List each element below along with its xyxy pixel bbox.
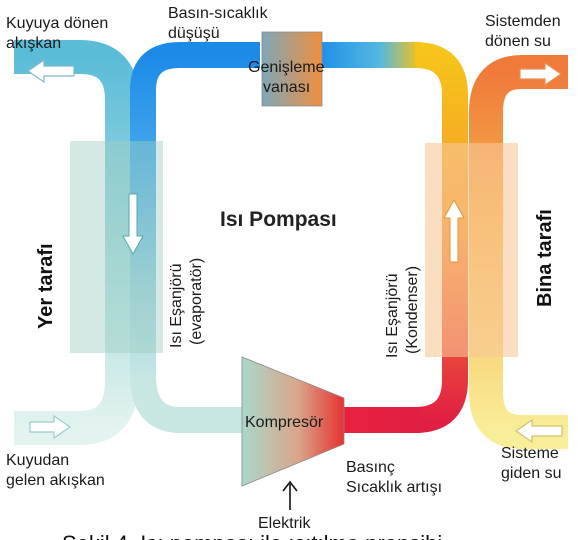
diagram-title: Isı Pompası	[220, 208, 337, 231]
electric-label: Elektrik	[258, 515, 311, 532]
condenser-label-2: (Kondenser)	[404, 266, 421, 354]
figure-caption: Şekil 4. Isı pompası ile ısıtılma prensi…	[62, 531, 442, 540]
pressure-drop-label-2: düşüşü	[168, 25, 220, 42]
top-right-label-1: Sistemden	[485, 13, 561, 30]
bottom-right-label-1: Sisteme	[501, 445, 559, 462]
building-side-label: Bina tarafı	[534, 209, 556, 307]
expansion-valve	[261, 31, 323, 107]
pressure-drop-label-1: Basın-sıcaklık	[168, 5, 269, 22]
bottom-left-label-2: gelen akışkan	[6, 472, 105, 489]
compressor-label: Kompresör	[245, 414, 324, 431]
top-left-label-2: akışkan	[6, 35, 61, 52]
evaporator-label-1: Isı Eşanjörü	[168, 264, 185, 348]
bottom-right-label-2: giden su	[501, 465, 562, 482]
expansion-valve-label-2: vanası	[263, 79, 310, 96]
refrigerant-loop	[130, 42, 468, 433]
bottom-left-label-1: Kuyudan	[6, 452, 69, 469]
flow-arrow-bottom-right	[514, 418, 563, 444]
electric-arrow	[282, 480, 298, 510]
compressor	[241, 356, 345, 487]
condenser-label-1: Isı Eşanjörü	[384, 274, 401, 358]
flow-arrow-condenser-up	[443, 198, 465, 263]
top-left-label-1: Kuyuya dönen	[6, 15, 108, 32]
ground-loop-pipe	[14, 40, 139, 445]
evaporator-label-2: (evaporatör)	[188, 258, 205, 345]
expansion-valve-label-1: Genişleme	[248, 59, 325, 76]
ground-side-label: Yer tarafı	[35, 243, 57, 329]
flow-arrow-evaporator-down	[122, 193, 144, 256]
flow-arrow-top-right	[519, 61, 563, 87]
flow-arrow-top-left	[26, 58, 75, 84]
pressure-rise-label-2: Sıcaklık artışı	[346, 479, 442, 496]
flow-arrow-bottom-left	[29, 414, 72, 440]
condenser-panel	[425, 143, 518, 357]
pressure-rise-label-1: Basınç	[346, 459, 395, 476]
evaporator-panel	[70, 141, 163, 353]
top-right-label-2: dönen su	[485, 33, 551, 50]
